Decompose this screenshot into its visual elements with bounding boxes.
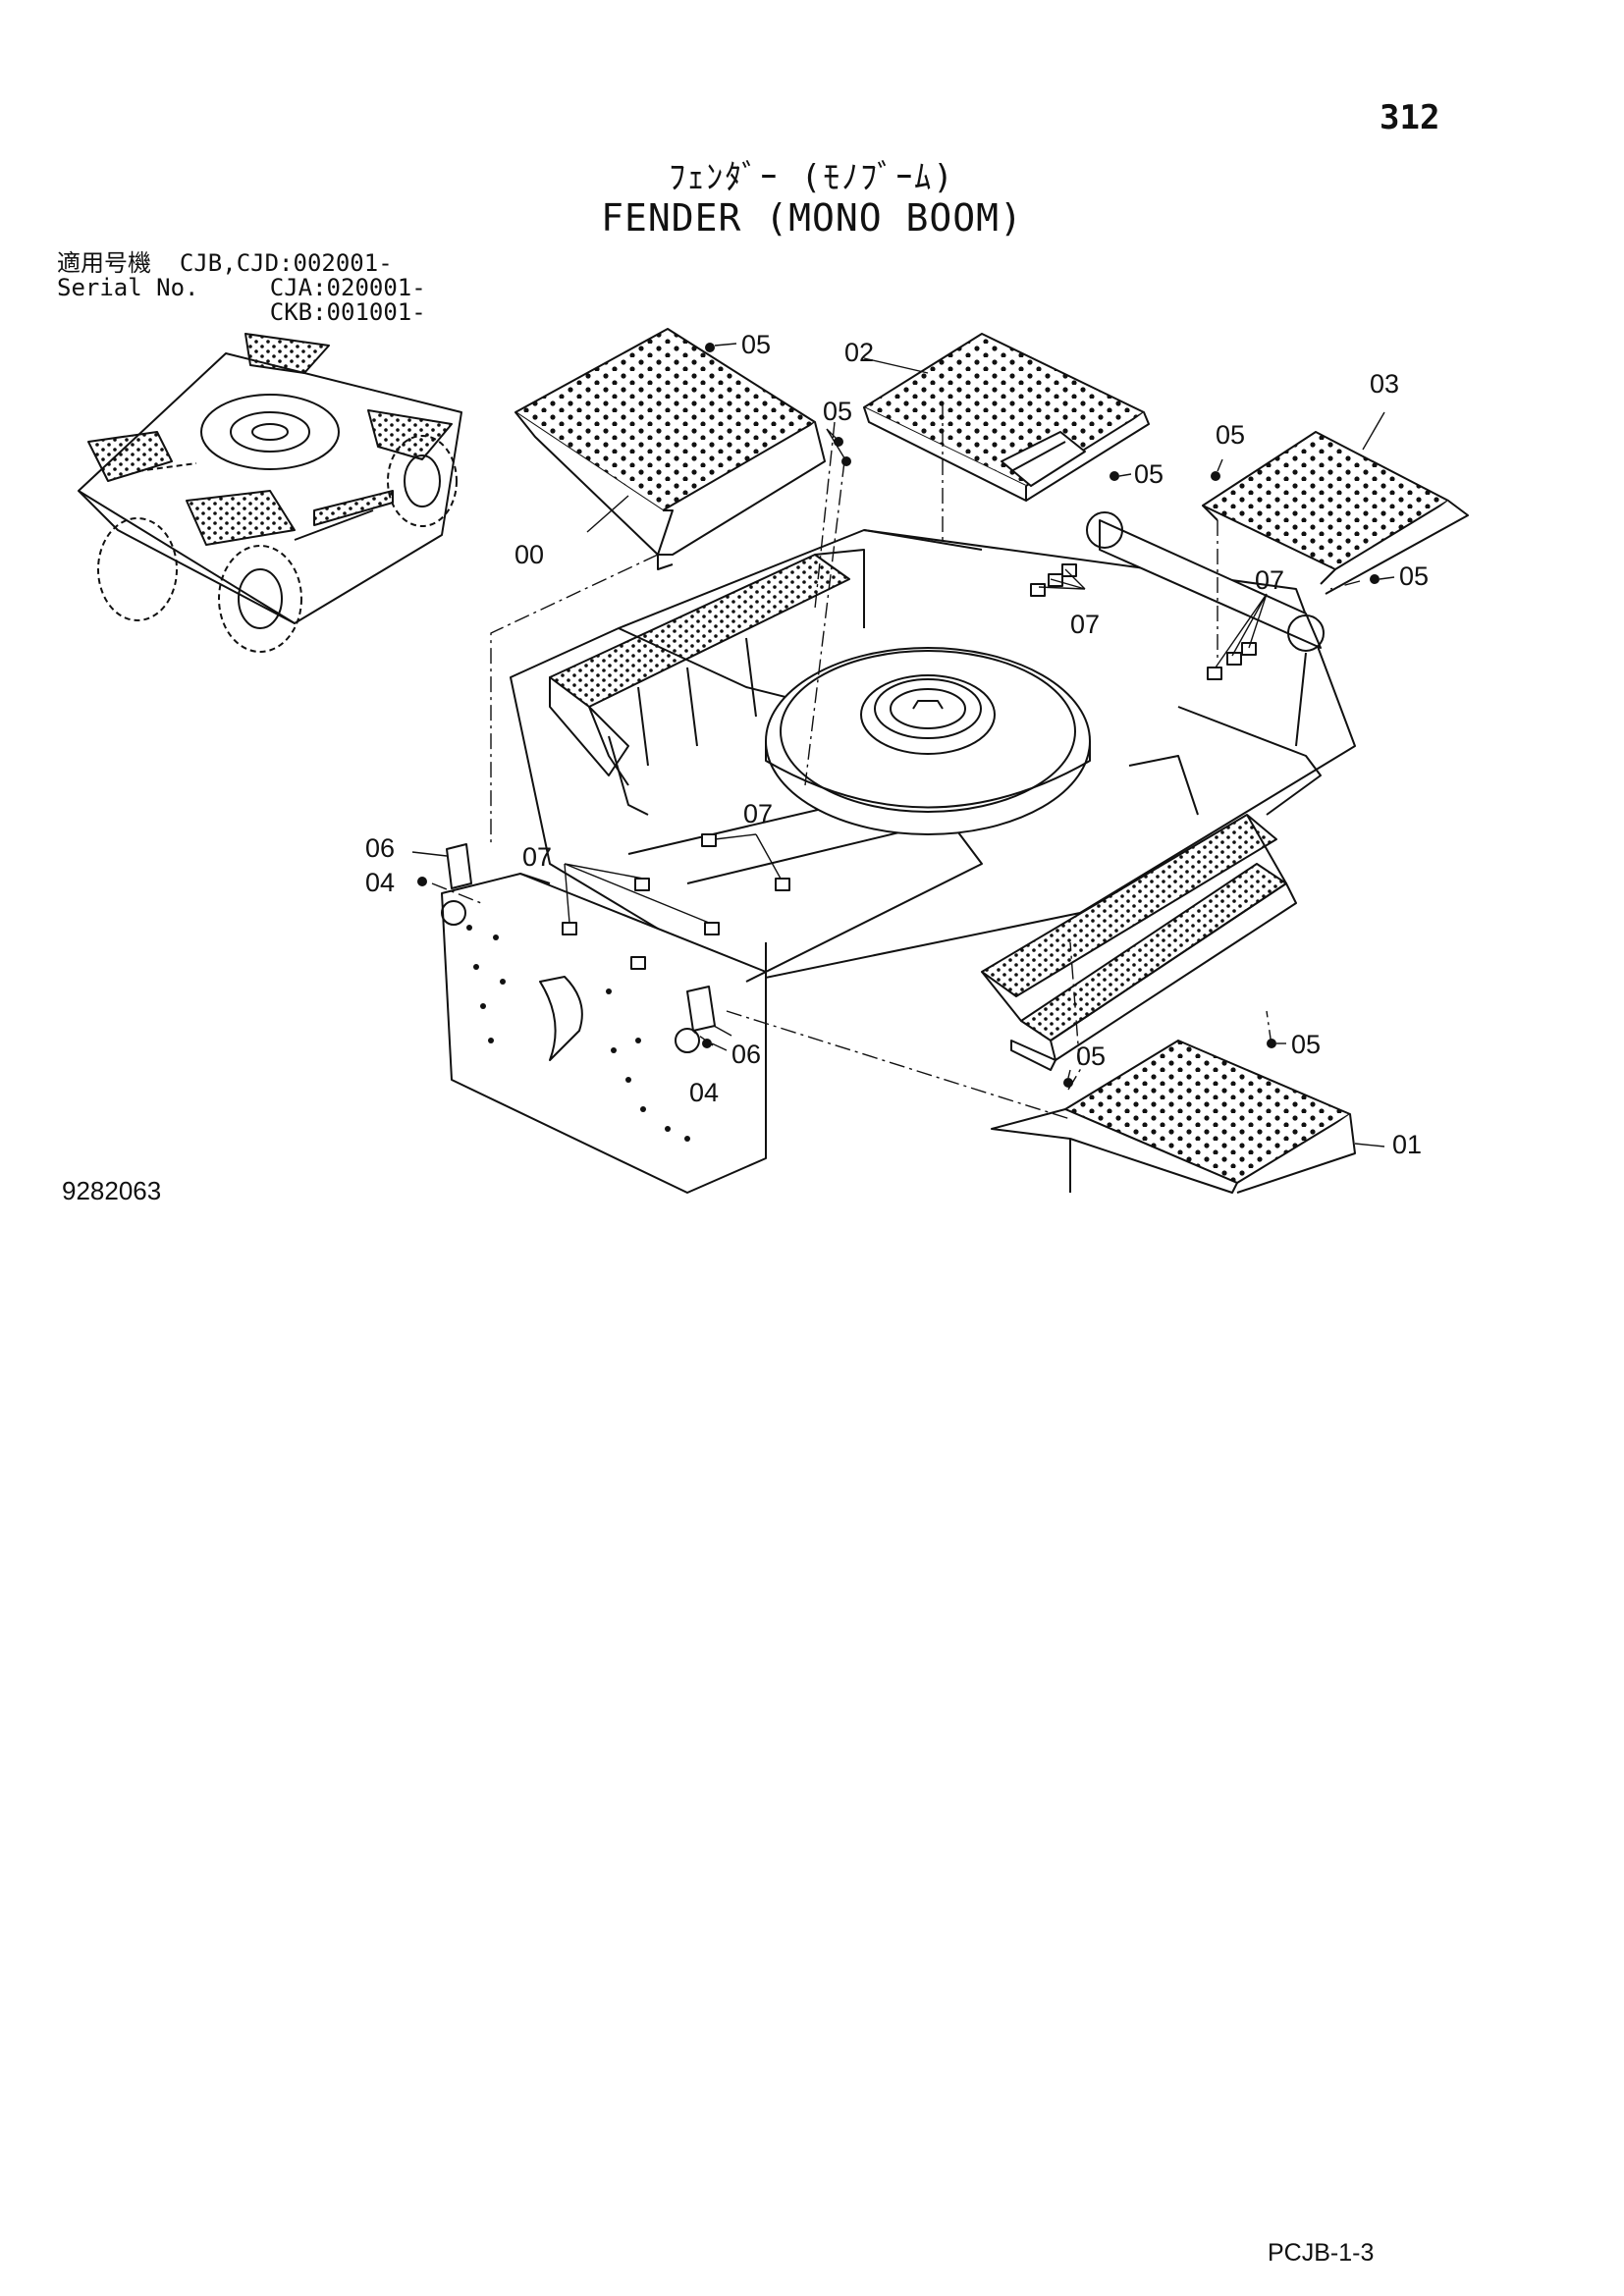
callout-07-d: 07 — [522, 842, 552, 872]
fender-02 — [863, 333, 1150, 502]
callout-07-a: 07 — [1255, 565, 1284, 595]
fender-01 — [991, 1040, 1356, 1194]
serial-row-3: CKB:001001- — [57, 300, 426, 325]
callout-05-a: 05 — [741, 330, 771, 359]
left-frame-deck — [549, 549, 865, 816]
callout-04-right: 04 — [689, 1078, 719, 1107]
callout-05-f: 05 — [1076, 1041, 1106, 1071]
fender-03 — [1202, 431, 1469, 595]
plates-06 — [446, 843, 716, 1032]
right-frame-deck — [981, 706, 1322, 1071]
serial-block: 適用号機 CJB,CJD:002001- Serial No. CJA:0200… — [57, 251, 426, 325]
serial-row-1: 適用号機 CJB,CJD:002001- — [57, 251, 426, 276]
callout-07-c: 07 — [743, 799, 773, 828]
callout-03: 03 — [1370, 369, 1399, 399]
page-code: PCJB-1-3 — [1268, 2239, 1375, 2267]
serial-label-en: Serial No. — [57, 274, 199, 301]
callout-01: 01 — [1392, 1130, 1422, 1159]
serial-value-1: CJB,CJD:002001- — [179, 249, 393, 277]
callout-06-right: 06 — [731, 1040, 761, 1069]
title-english: FENDER (MONO BOOM) — [601, 196, 1023, 240]
drawing-number: 9282063 — [62, 1176, 162, 1205]
chassis-frame — [441, 511, 1356, 1194]
fender-00 — [514, 328, 826, 570]
callout-05-g: 05 — [1291, 1030, 1321, 1059]
serial-row-2: Serial No. CJA:020001- — [57, 276, 426, 300]
callout-05-d: 05 — [1134, 459, 1164, 489]
callout-04-left: 04 — [365, 868, 395, 897]
overview-thumbnail — [78, 333, 462, 653]
callout-07-b: 07 — [1070, 610, 1100, 639]
leader-lines — [411, 343, 1395, 1148]
callout-05-b: 05 — [823, 397, 852, 426]
serial-value-2: CJA:020001- — [269, 274, 426, 301]
callout-00: 00 — [514, 540, 544, 569]
swing-bearing — [765, 647, 1091, 835]
serial-value-3: CKB:001001- — [269, 298, 426, 326]
callout-06-left: 06 — [365, 833, 395, 863]
page-number: 312 — [1380, 98, 1440, 137]
serial-label-jp: 適用号機 — [57, 249, 151, 277]
callout-02: 02 — [844, 338, 874, 367]
exploded-parts-diagram: 00 01 02 03 04 04 05 05 05 05 05 05 05 0… — [78, 328, 1469, 1194]
title-japanese: ﾌｪﾝﾀﾞｰ (ﾓﾉﾌﾞｰﾑ) — [669, 158, 955, 197]
callout-05-c: 05 — [1216, 420, 1245, 450]
callout-05-e: 05 — [1399, 561, 1429, 591]
assembly-lines — [431, 402, 1361, 1120]
